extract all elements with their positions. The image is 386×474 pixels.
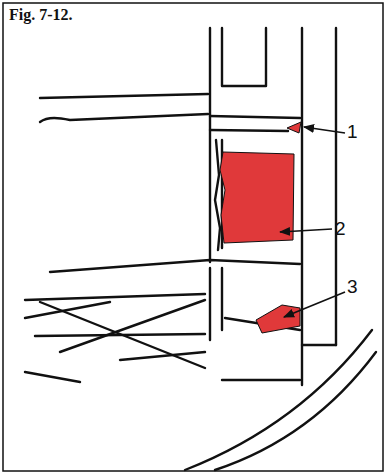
leader-arrow bbox=[304, 127, 345, 133]
callout-number: 3 bbox=[347, 276, 358, 298]
frame-border bbox=[3, 3, 383, 471]
patch-lower bbox=[256, 305, 300, 333]
leader-arrow bbox=[280, 229, 332, 232]
leader-lines bbox=[280, 127, 345, 317]
callout-number: 1 bbox=[347, 121, 358, 143]
leader-arrow bbox=[284, 292, 345, 317]
callout-number: 2 bbox=[335, 218, 346, 240]
figure-title: Fig. 7-12. bbox=[9, 6, 73, 24]
patch-small bbox=[287, 122, 301, 133]
patch-large bbox=[220, 152, 294, 243]
damage-patches bbox=[220, 122, 301, 333]
chair-lines bbox=[25, 28, 376, 470]
